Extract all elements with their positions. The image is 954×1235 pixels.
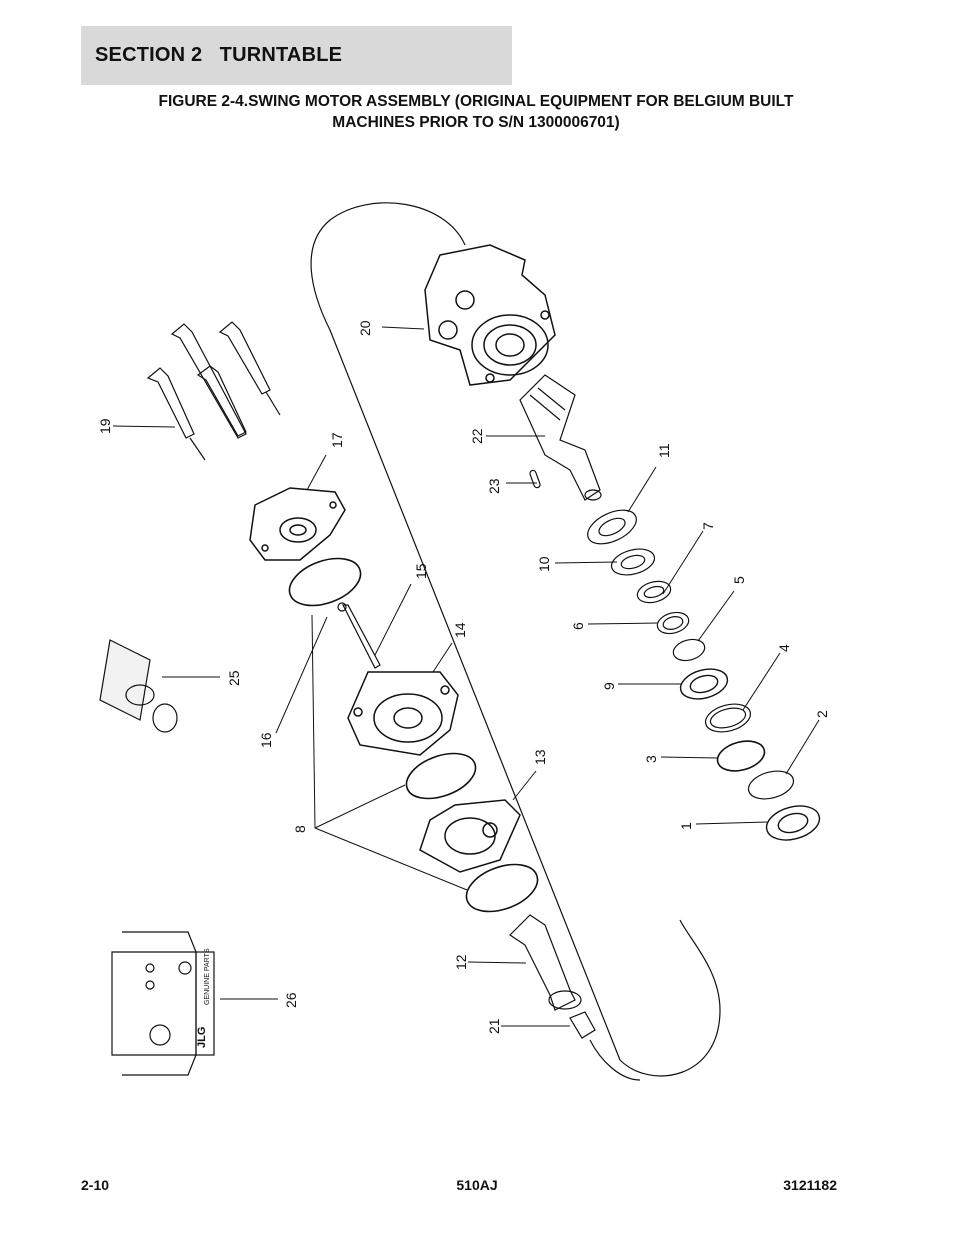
section-title: SECTION 2 TURNTABLE — [95, 44, 343, 66]
callout-5: 5 — [731, 576, 747, 584]
leader-lines — [112, 326, 820, 1027]
bolts-part-19 — [146, 321, 281, 461]
callout-26: 26 — [283, 992, 299, 1008]
drive-shaft-part-22 — [519, 374, 602, 501]
callout-21: 21 — [486, 1018, 502, 1034]
callout-4: 4 — [776, 644, 792, 652]
seal-part-1 — [765, 805, 821, 841]
callout-13: 13 — [532, 749, 548, 765]
seal-kit-part-25 — [99, 639, 178, 733]
washer-part-10 — [610, 548, 656, 576]
valve-plate-part-14 — [347, 671, 459, 756]
o-ring-part-3 — [716, 740, 766, 772]
drive-link-part-12 — [509, 914, 582, 1011]
callout-3: 3 — [643, 755, 659, 763]
washer-part-6 — [656, 611, 690, 635]
bearing-part-9 — [679, 668, 729, 700]
callout-22: 22 — [469, 428, 485, 444]
parts-box-part-26 — [111, 931, 215, 1076]
callout-10: 10 — [536, 556, 552, 572]
callout-2: 2 — [814, 710, 830, 718]
callout-12: 12 — [453, 954, 469, 970]
figure-title-line-2: MACHINES PRIOR TO S/N 1300006701) — [332, 114, 620, 131]
callout-17: 17 — [329, 432, 345, 448]
assembly-outline-return — [589, 1039, 641, 1081]
callout-8: 8 — [292, 825, 308, 833]
spacer-plate-part-13 — [419, 799, 521, 873]
motor-housing-part-20 — [424, 244, 556, 386]
o-ring-part-18 — [288, 557, 362, 607]
plug-part-21 — [569, 1011, 596, 1039]
model-name: 510AJ — [456, 1177, 498, 1193]
callout-labels: 20 19 17 22 11 23 7 10 5 15 6 14 4 25 9 … — [97, 320, 830, 1034]
page-number: 2-10 — [81, 1177, 110, 1193]
callout-1: 1 — [678, 822, 694, 830]
key-part-23 — [529, 469, 541, 489]
callout-19: 19 — [97, 418, 113, 434]
callout-15: 15 — [413, 563, 429, 579]
callout-16: 16 — [258, 732, 274, 748]
assembly-outline — [310, 202, 721, 1077]
document-number: 3121182 — [783, 1177, 837, 1193]
seal-part-4 — [704, 703, 752, 733]
callout-11: 11 — [656, 443, 672, 458]
figure-title-line-1: FIGURE 2-4.SWING MOTOR ASSEMBLY (ORIGINA… — [158, 93, 794, 110]
kit-box-brand-text: JLG — [196, 1027, 208, 1048]
callout-7: 7 — [700, 522, 716, 530]
callout-25: 25 — [226, 670, 242, 686]
callout-6: 6 — [570, 622, 586, 630]
washer-part-7 — [636, 580, 672, 604]
section-header: SECTION 2 TURNTABLE — [81, 26, 512, 85]
washer-part-5 — [672, 638, 706, 662]
pin-part-15 — [337, 602, 381, 669]
o-ring-part-8b — [465, 863, 539, 913]
end-cover-part-17 — [249, 487, 346, 561]
callout-14: 14 — [452, 622, 468, 638]
retaining-ring-part-2 — [747, 770, 795, 800]
needle-bearing-part-11 — [587, 509, 637, 545]
callout-20: 20 — [357, 320, 373, 336]
kit-box-genuine-text: GENUINE PARTS — [204, 948, 211, 1005]
callout-23: 23 — [486, 478, 502, 494]
figure-title: FIGURE 2-4.SWING MOTOR ASSEMBLY (ORIGINA… — [81, 91, 871, 133]
o-ring-part-8a — [405, 752, 477, 800]
callout-9: 9 — [601, 682, 617, 690]
